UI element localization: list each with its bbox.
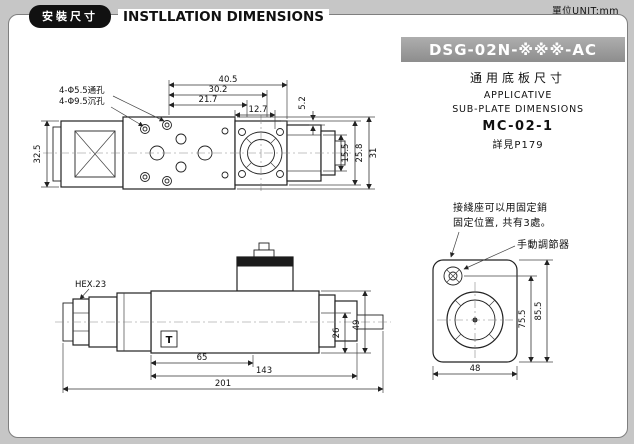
dim-32-5: 32.5	[33, 145, 43, 164]
dim-21-7: 21.7	[199, 95, 218, 105]
subplate-model: MC-02-1	[482, 118, 554, 134]
dim-85-5: 85.5	[534, 302, 544, 321]
dim-49: 49	[352, 320, 362, 331]
dim-143: 143	[256, 366, 272, 376]
end-view-dimensions: 75.5 85.5 48	[432, 259, 553, 380]
subplate-title-cn: 通用底板尺寸	[469, 71, 566, 85]
dim-15-5: 15.5	[341, 144, 351, 163]
side-view-drawing: T HEX.23 26 49 65 143 201	[55, 242, 391, 393]
top-view-dimensions: 40.5 30.2 21.7 12.7 5.2 32.5 15.5 25.8 3…	[33, 75, 379, 190]
dim-5-2: 5.2	[298, 96, 308, 110]
top-view-drawing: 4-Φ5.5通孔 4-Φ9.5沉孔 40.5 30.2 21.7 12.7 5.…	[33, 75, 379, 191]
hex-label: HEX.23	[75, 280, 106, 290]
side-view-dimensions: 26 49 65 143 201	[62, 290, 384, 393]
dim-65: 65	[197, 353, 208, 363]
subplate-page-ref: 詳見P179	[492, 139, 544, 151]
dim-75-5: 75.5	[518, 310, 528, 329]
dim-25-8: 25.8	[355, 144, 365, 163]
dim-31: 31	[369, 148, 379, 159]
hole-label-through: 4-Φ5.5通孔	[59, 85, 105, 96]
page-title: INSTLLATION DIMENSIONS	[118, 8, 329, 25]
subplate-en-line2: SUB-PLATE DIMENSIONS	[452, 103, 584, 115]
page-header: 安裝尺寸 INSTLLATION DIMENSIONS	[29, 5, 329, 28]
terminal-fixing-note: 接綫座可以用固定銷 固定位置, 共有3處。	[453, 201, 551, 231]
t-port-box	[160, 330, 178, 348]
end-view-drawing: 75.5 85.5 48	[432, 231, 553, 380]
hole-label-counterbore: 4-Φ9.5沉孔	[59, 97, 105, 107]
terminal-note-line1: 接綫座可以用固定銷	[453, 203, 548, 214]
dim-48: 48	[470, 364, 481, 374]
end-view-body	[432, 259, 518, 363]
terminal-box-cap	[236, 256, 294, 267]
dim-40-5: 40.5	[219, 75, 238, 85]
valve-body	[150, 290, 320, 354]
top-view-hole-callouts: 4-Φ5.5通孔 4-Φ9.5沉孔	[59, 85, 165, 127]
top-view-centerlines	[43, 115, 351, 191]
section-badge: 安裝尺寸	[29, 5, 111, 28]
unit-label: 單位UNIT:mm	[552, 6, 619, 17]
side-view-valve-outline	[62, 242, 384, 354]
subplate-info: 通用底板尺寸 APPLICATIVE SUB-PLATE DIMENSIONS …	[419, 69, 617, 151]
dim-12-7: 12.7	[249, 105, 268, 115]
subplate-en-line1: APPLICATIVE	[483, 90, 553, 101]
model-banner: DSG-02N-※※※-AC	[401, 37, 625, 62]
dim-201: 201	[215, 379, 231, 389]
manual-adjuster-label: 手動調節器	[517, 240, 570, 251]
end-view-leaders	[450, 231, 516, 270]
dim-26: 26	[332, 328, 342, 339]
t-port-label: T	[166, 335, 173, 346]
terminal-note-line2: 固定位置, 共有3處。	[453, 218, 552, 229]
dim-30-2: 30.2	[209, 85, 228, 95]
content-panel: 安裝尺寸 INSTLLATION DIMENSIONS DSG-02N-※※※-…	[8, 5, 628, 438]
